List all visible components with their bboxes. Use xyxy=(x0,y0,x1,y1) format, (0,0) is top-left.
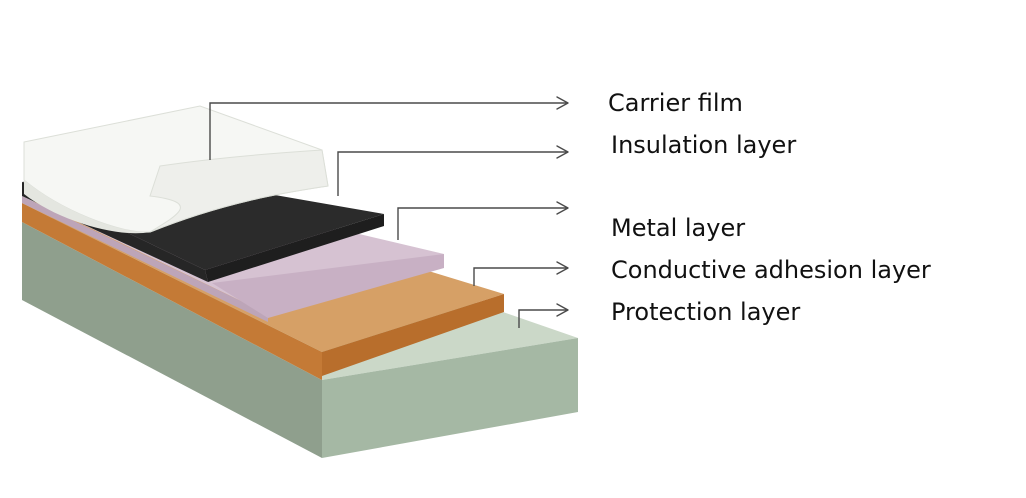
insulation-layer-front xyxy=(205,214,384,282)
arrow-icon xyxy=(556,303,569,317)
protection-layer-side xyxy=(22,222,322,458)
layer-labels: Carrier film Insulation layer Metal laye… xyxy=(608,89,931,326)
arrow-icon xyxy=(556,201,569,215)
leader-carrier-film xyxy=(209,96,569,160)
protection-layer-front xyxy=(322,338,578,458)
leader-protection-layer xyxy=(518,303,569,328)
metal-layer-side xyxy=(22,196,268,322)
conductive-adhesion-layer-side xyxy=(22,203,322,380)
leader-lines xyxy=(209,96,569,328)
label-conductive-adhesion-layer: Conductive adhesion layer xyxy=(611,256,931,284)
carrier-film-edge xyxy=(149,149,329,233)
label-metal-layer: Metal layer xyxy=(611,214,745,242)
carrier-film-block xyxy=(23,105,329,234)
label-insulation-layer: Insulation layer xyxy=(611,131,796,159)
conductive-adhesion-layer-front xyxy=(322,294,504,376)
label-carrier-film: Carrier film xyxy=(608,89,743,117)
leader-conductive-adhesion-layer xyxy=(473,261,569,286)
arrow-icon xyxy=(556,96,569,110)
leader-metal-layer xyxy=(397,201,569,240)
label-protection-layer: Protection layer xyxy=(611,298,800,326)
metal-layer-front xyxy=(212,254,444,318)
carrier-film-shadow xyxy=(24,180,150,234)
leader-insulation-layer xyxy=(337,145,569,196)
arrow-icon xyxy=(556,145,569,159)
arrow-icon xyxy=(556,261,569,275)
